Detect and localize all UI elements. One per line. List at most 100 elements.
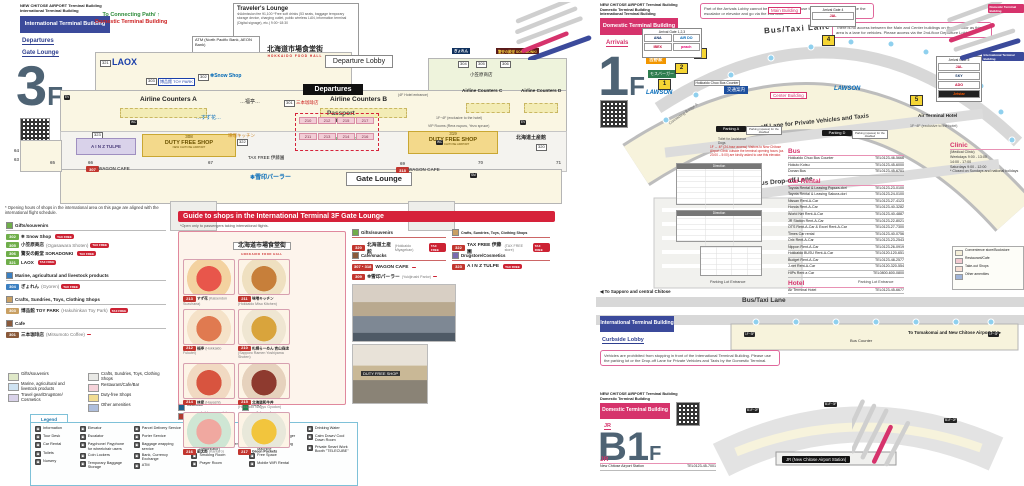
shop-num-304: 304	[458, 61, 469, 68]
badge-international-terminal: International Terminal Building	[20, 16, 110, 33]
legend-facility-item: ▣ATM	[133, 463, 150, 470]
facility-icon: ▣	[191, 461, 198, 468]
gate-69: 69	[400, 161, 406, 166]
legend-facility-item: ▣Temporary Baggage Storage	[79, 461, 122, 470]
domestic-terminal-link-label: Domestic Terminal Building	[95, 19, 168, 26]
food-shop-card: 214 林家 (Hayashi)	[183, 362, 235, 410]
parking-lot-entrance-label-1: Parking Lot Entrance	[710, 280, 746, 284]
parking-lot-entrance-label-2: Parking Lot Entrance	[858, 280, 894, 284]
crafts-category-icon	[6, 296, 13, 303]
food-hall-panel-title-en: HOKKAIDO FOOD HALL	[241, 252, 283, 256]
legend-entry: Travel gear/Drugstore/ Cosmetics	[8, 392, 80, 403]
overview-domestic-chip: Domestic Terminal Building	[988, 4, 1024, 13]
food-shop-card: 213 すず花 (Kaisendon Suzuhana)	[183, 259, 235, 306]
legend-entry: Marine, agricultural and livestock produ…	[8, 381, 80, 392]
nav-gate-lounge: Gate Lounge	[22, 50, 59, 57]
guide-title-bar: Guide to shops in the International Term…	[178, 211, 555, 222]
header-3f-line1: NEW CHITOSE AIRPORT Terminal Building	[20, 3, 102, 8]
legend-facility-item: ▣Porter Service	[133, 434, 166, 441]
crafts-category-icon	[452, 229, 459, 236]
legend-facility-item: ▣Calm Down/ Cool Down Room	[306, 434, 345, 443]
duty-free-photo-2: DUTY FREE SHOP	[352, 344, 428, 404]
header-b1f-line1: NEW CHITOSE AIRPORT Terminal Building	[600, 392, 678, 396]
jr-title: JR	[600, 456, 716, 464]
airline-logo: ADO	[938, 81, 980, 89]
drugstore-category-icon	[452, 252, 459, 259]
legend-facility-item: ▣Coin Lockers	[79, 452, 110, 459]
smoking-room-icon: SM	[470, 172, 477, 178]
counter-strip-d	[524, 103, 558, 113]
legend-entry: Other amenities	[88, 402, 166, 412]
airline-logo: ANA	[644, 34, 672, 42]
elevator-1f3f-chip-2: 1F~3F	[988, 331, 1000, 337]
legend-facility-item: ▣Free Space	[249, 452, 277, 459]
note-curbside: Vehicles are prohibited from stopping in…	[600, 350, 780, 366]
laox-logo: LAOX	[112, 57, 138, 67]
arrival-gate-4-box: Arrival Gate 4 JAL	[810, 6, 856, 27]
shop-num-318: 318	[396, 167, 409, 173]
airline-logo: Jetstar	[938, 90, 980, 98]
yoshinoya-sign: 吉野家	[646, 56, 666, 64]
color-chip	[8, 393, 19, 402]
overview-b1f	[852, 399, 911, 467]
note-main-center-access: There is no access between the Main and …	[832, 22, 992, 38]
shop-list-marine: Marine, agricultural and livestock produ…	[6, 272, 166, 290]
panel-b1f: NEW CHITOSE AIRPORT Terminal Building Do…	[596, 390, 1024, 483]
facility-icon: ▣	[191, 452, 198, 459]
airline-logo: SKY	[938, 72, 980, 80]
facility-icon: ▣	[79, 426, 86, 432]
connecting-path-label: To Connecting Path/ ↑	[102, 12, 160, 18]
legend-facility-item: ▣Prayer Room	[191, 461, 222, 468]
chuo-bus-counter-label: Hokkaido Chuo Bus Counter	[694, 80, 740, 87]
shop-num-307: 307	[86, 166, 99, 172]
legend-entry: Crafts, Sundries, Toys, Clothing Shops	[88, 371, 166, 382]
facility-icon: ▣	[249, 452, 256, 459]
legend-1f-box: Convenience store/Bookstore Restaurant/C…	[952, 246, 1024, 290]
shop-num-301: 301	[284, 100, 295, 107]
color-chip	[88, 383, 99, 392]
badge-domestic-terminal-b1f: Domestic Terminal Building	[600, 403, 670, 419]
ogasawara-label: 小笠原商店	[470, 72, 493, 77]
cafe-category-icon	[6, 320, 13, 327]
bus-counter-label: Bus Counter	[850, 338, 873, 343]
food-photo	[183, 259, 235, 295]
arrival-gate-2-marker: 2	[675, 63, 688, 74]
counter-strip-c	[466, 103, 510, 113]
airline-logo: AIR DO	[672, 34, 700, 42]
gate-lounge-label: Gate Lounge	[346, 172, 412, 186]
parking-red-note: 1F ↔ 4F (24-hour access) Visitors to New…	[710, 145, 785, 157]
gate-64: 64	[14, 148, 20, 153]
itoen-label: TAX FREE 伊藤園	[248, 155, 285, 160]
toilet-icon: WC	[436, 139, 444, 145]
food-photo	[183, 308, 235, 345]
gifts-category-icon	[352, 229, 359, 236]
toy-park-label: 博品館 TOY PARK	[158, 78, 195, 86]
guide-shop-item: 309❄雪印パーラー (Yukijirushi Parlor)	[352, 273, 446, 280]
bus-list-title: Bus	[788, 148, 904, 156]
shop-list-item: 305 小笠原商店(Ogasawara Shoten) TAX FREE	[6, 242, 166, 248]
duty-free-shop-308: 308 DUTY FREE SHOP NEW CHITOSE AIRPORT	[142, 134, 236, 157]
nav-departures: Departures	[22, 38, 54, 45]
elevator-b1f2f-chip: B1F~2F	[746, 407, 760, 413]
wagon-cafe-right-label: WAGON CAFE	[408, 167, 440, 172]
header-3f-line2: International Terminal Building	[20, 7, 79, 13]
arrival-gate-5-marker: 5	[910, 95, 923, 106]
arrival-gate-1-marker: 1	[658, 79, 671, 90]
header-b1f-line2: Domestic Terminal Building	[600, 396, 650, 401]
parking-d-box: Parking D	[822, 130, 852, 137]
food-hall-shops-outline	[295, 113, 379, 151]
header-1f-line2: Domestic Terminal Building	[600, 7, 650, 12]
header-1f-line3: International Terminal Building	[600, 12, 656, 17]
nav-jr: JR	[604, 423, 612, 430]
bus-direction-table-2: Direction	[676, 210, 762, 246]
legend-facility-item: ▣Tour Desk	[35, 434, 61, 441]
elevator-1f3f-chip: 1F~3F	[744, 331, 756, 337]
airline-counters-c-label: Airline Counters C	[462, 88, 503, 93]
food-photo	[183, 412, 235, 449]
